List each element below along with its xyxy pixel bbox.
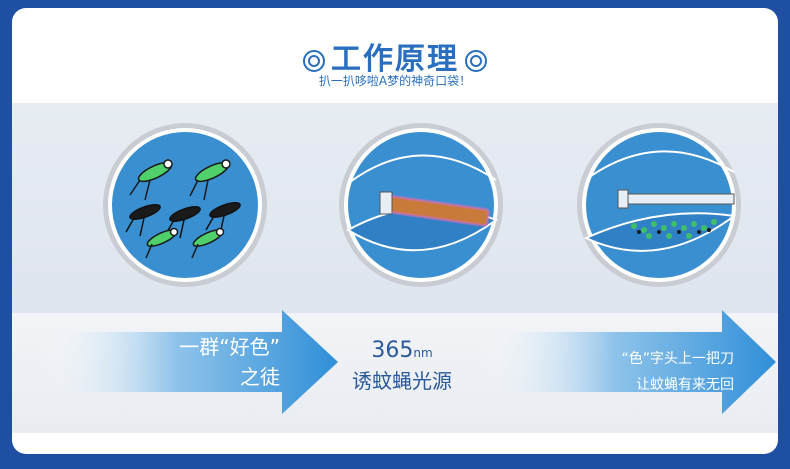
section-title-text: 工作原理	[331, 42, 459, 77]
section-subtitle-text: 扒一扒哆啦A梦的神奇口袋！	[314, 74, 476, 88]
mosquito-icon	[191, 227, 225, 259]
step-1-line-2: 之徒	[240, 365, 280, 389]
mosquito-icon	[189, 159, 231, 201]
mosquito-icon	[125, 204, 161, 237]
double-circle-icon	[465, 49, 487, 72]
step-1-caption: 一群“好色” 之徒	[52, 332, 280, 392]
light-source-label: 诱蚊蝇光源	[352, 369, 452, 393]
title-row: 工作原理	[12, 34, 778, 78]
step-1-arrow	[42, 308, 342, 416]
wavelength-value: 365	[371, 338, 414, 363]
trap-illustration	[574, 120, 744, 290]
step-1-line-1: 一群“好色”	[179, 335, 280, 359]
step-3-line-2: 让蚊蝇有来无回	[636, 377, 734, 393]
step-3-line-1: “色”字头上一把刀	[621, 351, 734, 367]
step-3-caption: “色”字头上一把刀 让蚊蝇有来无回	[552, 346, 734, 398]
step-2-caption: 365nm 诱蚊蝇光源	[342, 338, 462, 394]
mosquito-icon	[145, 227, 179, 259]
mosquito-icon	[129, 159, 173, 201]
info-card: 工作原理 扒一扒哆啦A梦的神奇口袋！	[12, 8, 778, 454]
mosquito-illustration	[100, 120, 270, 290]
trapped-mosquitoes	[631, 219, 717, 239]
step-3-arrow	[482, 308, 778, 416]
mosquito-icon	[165, 206, 201, 239]
section-subtitle: 扒一扒哆啦A梦的神奇口袋！	[12, 72, 778, 89]
uv-light-illustration	[336, 120, 506, 290]
section-title: 工作原理	[297, 42, 493, 77]
double-circle-icon	[303, 49, 325, 72]
wavelength-unit: nm	[413, 346, 433, 360]
